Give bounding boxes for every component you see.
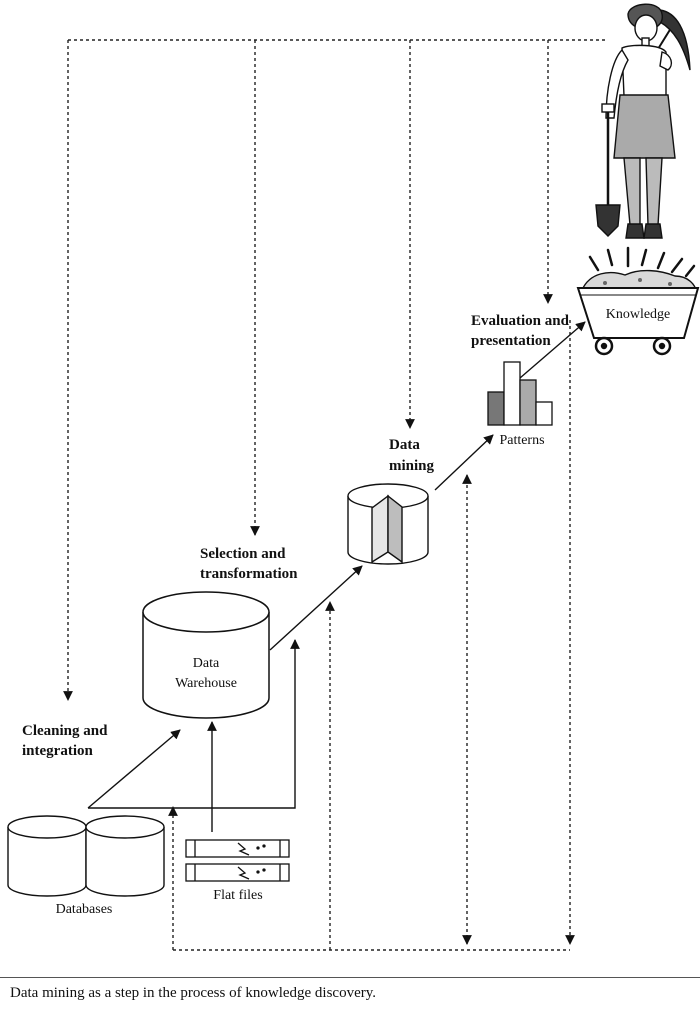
evaluation-label-line1: Evaluation and — [471, 313, 570, 329]
cleaning-label-line2: integration — [22, 743, 93, 759]
flow-arrows — [87, 321, 586, 832]
caption-divider — [0, 977, 700, 978]
flat-files-label: Flat files — [213, 888, 262, 903]
databases-label: Databases — [56, 902, 113, 917]
databases-icon — [7, 815, 165, 897]
warehouse-label-line1: Data — [193, 656, 220, 671]
data-mining-icon — [347, 483, 429, 565]
feedback-lines — [63, 39, 605, 951]
flat-files-icon — [185, 839, 290, 882]
warehouse-label-line2: Warehouse — [175, 676, 237, 691]
knowledge-label: Knowledge — [606, 307, 671, 322]
cleaning-label-line1: Cleaning and — [22, 723, 108, 739]
knowledge-cart-icon — [576, 246, 700, 356]
patterns-icon — [487, 361, 553, 426]
data-warehouse-icon — [142, 591, 270, 719]
patterns-label: Patterns — [499, 433, 544, 448]
selection-label-line1: Selection and — [200, 546, 286, 562]
mining-label-line2: mining — [389, 458, 435, 474]
mining-label-line1: Data — [389, 437, 420, 453]
evaluation-label-line2: presentation — [471, 333, 551, 349]
selection-label-line2: transformation — [200, 566, 298, 582]
miner-figure-icon — [595, 3, 691, 239]
figure-caption: Data mining as a step in the process of … — [10, 985, 377, 1001]
